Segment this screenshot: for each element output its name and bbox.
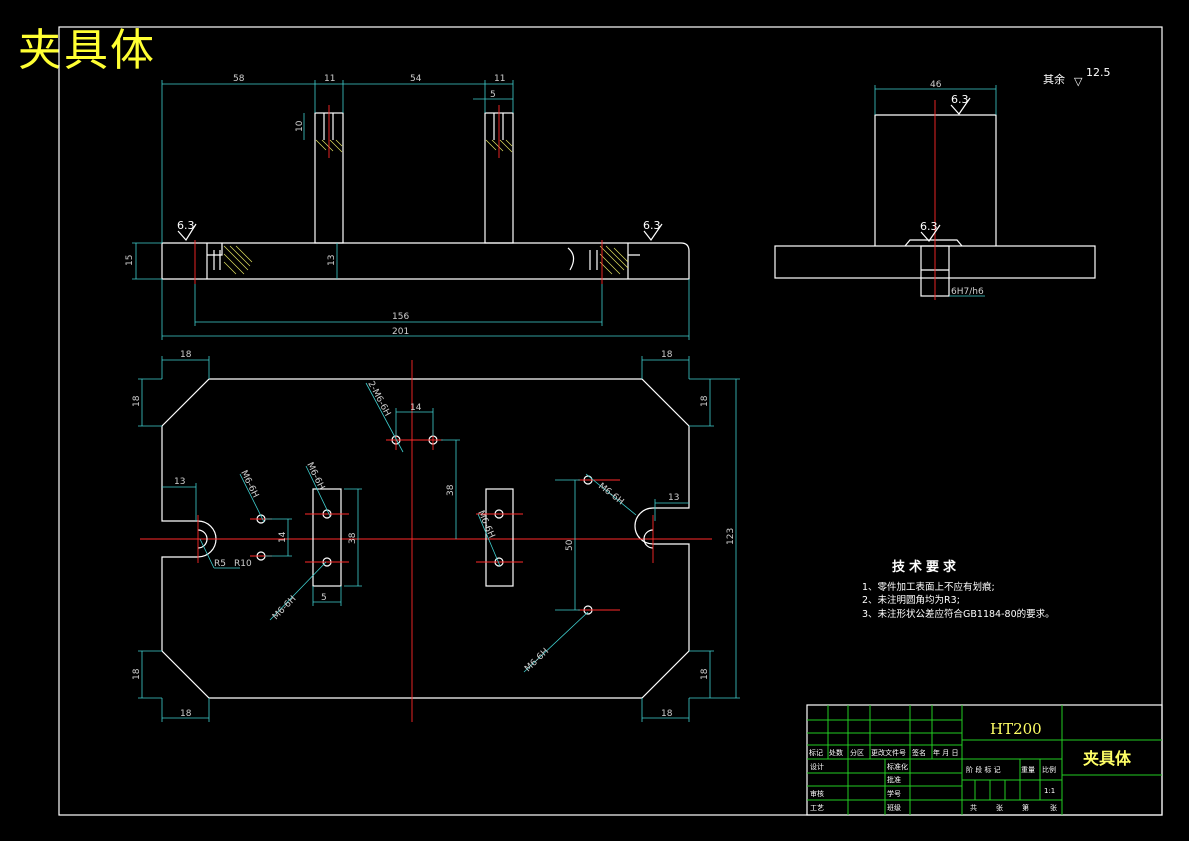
thread-label-2m6: 2-M6-6H (365, 380, 392, 418)
roughness-front-left: 6.3 (177, 219, 195, 232)
front-view: 58 11 54 11 5 10 15 13 156 201 6.3 6.3 (125, 74, 690, 340)
dim-18-left-lower: 18 (132, 668, 142, 680)
tb-header-5: 签名 (912, 748, 926, 757)
tech-item-3: 3、未注形状公差应符合GB1184-80的要求。 (862, 608, 1055, 620)
roughness-side-top: 6.3 (951, 93, 969, 106)
tb-class: 班级 (887, 803, 901, 812)
dim-13-front: 13 (327, 255, 337, 266)
fit-tolerance: 6H7/h6 (951, 287, 984, 297)
thread-label-block-left: M6-6H (304, 461, 326, 492)
thread-label-left: M6-6H (238, 469, 260, 500)
technical-requirements: 技术要求 1、零件加工表面上不应有划痕; 2、未注明圆角均为R3; 3、未注形状… (862, 559, 1055, 620)
dim-18-bottom-right: 18 (661, 709, 673, 719)
dim-15-front: 15 (125, 255, 135, 266)
tb-header-2: 处数 (829, 748, 843, 757)
roughness-note-symbol: ▽ (1074, 75, 1083, 88)
thread-label-lower-left: M6-6H (271, 594, 299, 622)
dim-18-top-right: 18 (661, 350, 673, 360)
dim-10-front: 10 (295, 120, 305, 132)
dim-18-left-upper: 18 (132, 395, 142, 407)
dim-13-slot-right: 13 (668, 493, 679, 503)
radius-r5: R5 (214, 559, 226, 569)
side-view: 46 6.3 6.3 6H7/h6 (774, 80, 1096, 300)
dim-54: 54 (410, 74, 422, 84)
thread-label-right: M6-6H (596, 481, 625, 507)
dim-5-front: 5 (490, 90, 496, 100)
dim-18-right-upper: 18 (700, 395, 710, 407)
roughness-note-value: 12.5 (1086, 66, 1111, 79)
tb-student-id: 学号 (887, 789, 901, 798)
dim-50: 50 (565, 539, 575, 551)
dim-38-vertical: 38 (446, 484, 456, 496)
tb-stage: 阶 段 标 记 (966, 765, 1001, 774)
dim-38-block: 38 (348, 532, 358, 544)
tech-item-1: 1、零件加工表面上不应有划痕; (862, 581, 995, 593)
part-name-label: 夹具体 (1083, 749, 1132, 768)
roughness-note-prefix: 其余 (1043, 72, 1065, 86)
tb-process: 工艺 (810, 804, 824, 812)
tb-no: 第 (1022, 803, 1029, 812)
tb-header-4: 更改文件号 (871, 748, 906, 757)
tb-review: 审核 (810, 789, 824, 798)
drawing-title: 夹具体 (18, 25, 156, 76)
roughness-side-bottom: 6.3 (920, 220, 938, 233)
tb-total: 共 (970, 803, 977, 812)
roughness-front-right: 6.3 (643, 219, 661, 232)
dim-58: 58 (233, 74, 245, 84)
tb-standard: 标准化 (887, 762, 908, 771)
tb-header-3: 分区 (850, 748, 864, 757)
dim-18-bottom-left: 18 (180, 709, 192, 719)
dim-11-left: 11 (324, 74, 335, 84)
thread-label-lower-right: M6-6H (523, 647, 551, 675)
tb-sheets-2: 张 (1050, 803, 1057, 812)
tb-approve: 批准 (887, 775, 901, 784)
dim-156: 156 (392, 312, 409, 322)
dim-14-left: 14 (278, 531, 288, 543)
tb-design: 设计 (810, 762, 824, 771)
plan-view: 18 18 18 18 18 18 18 18 13 13 14 38 38 5… (132, 350, 740, 722)
dim-11-right: 11 (494, 74, 505, 84)
tb-header-6: 年 月 日 (933, 748, 958, 757)
dim-123: 123 (726, 528, 736, 545)
tb-ratio: 比例 (1042, 765, 1056, 774)
dim-46: 46 (930, 80, 942, 90)
tb-weight: 重量 (1021, 766, 1035, 774)
outer-frame (58, 26, 1163, 816)
tb-header-1: 标记 (809, 748, 823, 757)
title-block: HT200 夹具体 标记 处数 分区 更改文件号 签名 年 月 日 设计 审核 … (806, 704, 1163, 816)
tech-item-2: 2、未注明圆角均为R3; (862, 594, 960, 606)
tb-scale: 1:1 (1044, 787, 1055, 795)
dim-5-block: 5 (321, 593, 327, 603)
tech-heading: 技术要求 (892, 559, 960, 575)
radius-r10: R10 (234, 559, 252, 569)
dim-14-top: 14 (410, 403, 422, 413)
dim-201: 201 (392, 327, 409, 337)
dim-18-top-left: 18 (180, 350, 192, 360)
material-label: HT200 (990, 720, 1042, 738)
tb-sheets-1: 张 (996, 803, 1003, 812)
dim-13-slot-left: 13 (174, 477, 185, 487)
dim-18-right-lower: 18 (700, 668, 710, 680)
